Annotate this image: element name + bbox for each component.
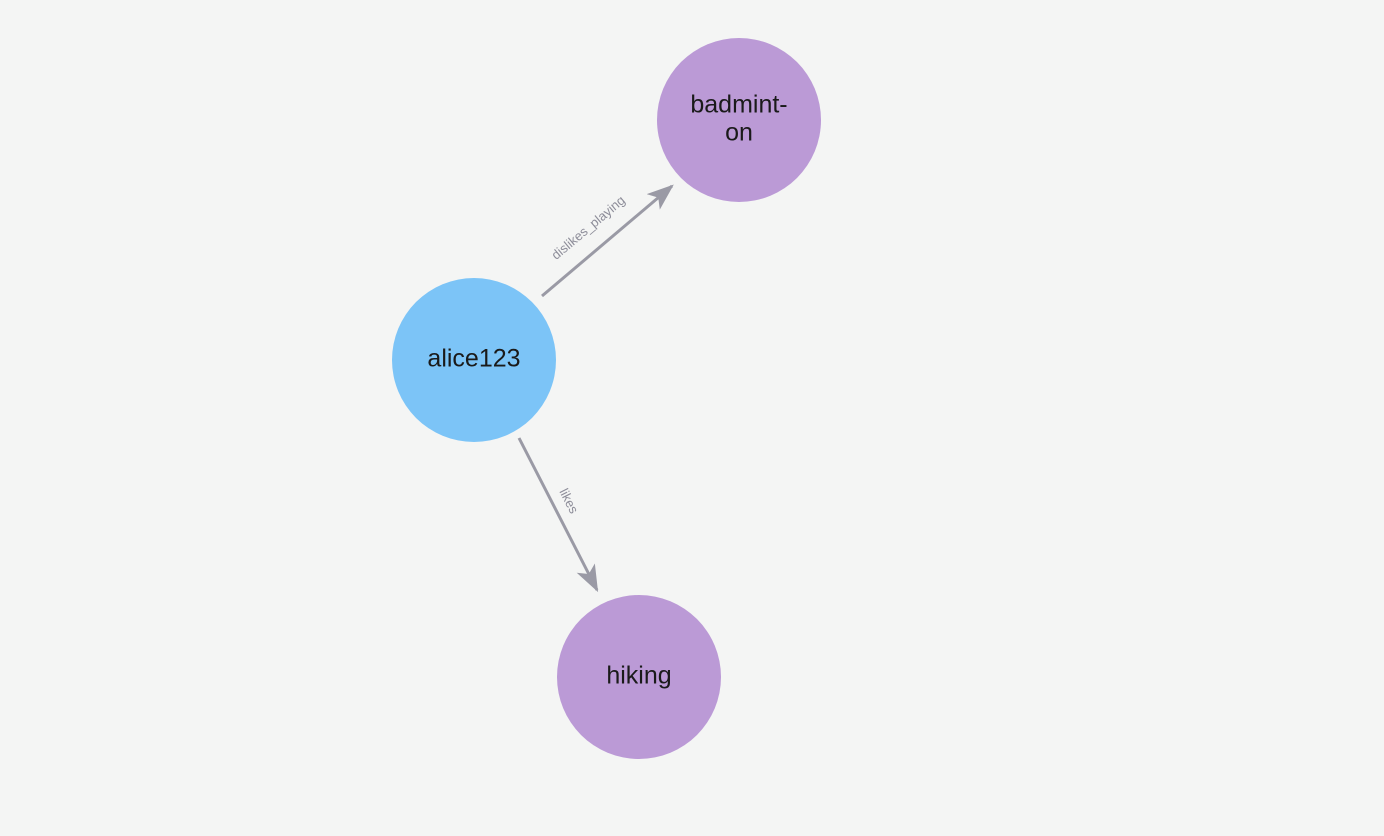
node-circle[interactable] [657, 38, 821, 202]
edge-label: likes [556, 486, 581, 516]
graph-edge[interactable] [541, 184, 674, 298]
graph-edge[interactable] [517, 437, 599, 593]
edge-label: dislikes_playing [548, 193, 627, 263]
nodes-layer: alice123 badmint-on hiking [392, 38, 821, 759]
edge-line[interactable] [541, 184, 674, 298]
edges-layer [517, 184, 674, 593]
edge-line[interactable] [517, 437, 599, 593]
graph-node[interactable]: alice123 [392, 278, 556, 442]
node-circle[interactable] [557, 595, 721, 759]
graph-node[interactable]: hiking [557, 595, 721, 759]
node-circle[interactable] [392, 278, 556, 442]
graph-node[interactable]: badmint-on [657, 38, 821, 202]
